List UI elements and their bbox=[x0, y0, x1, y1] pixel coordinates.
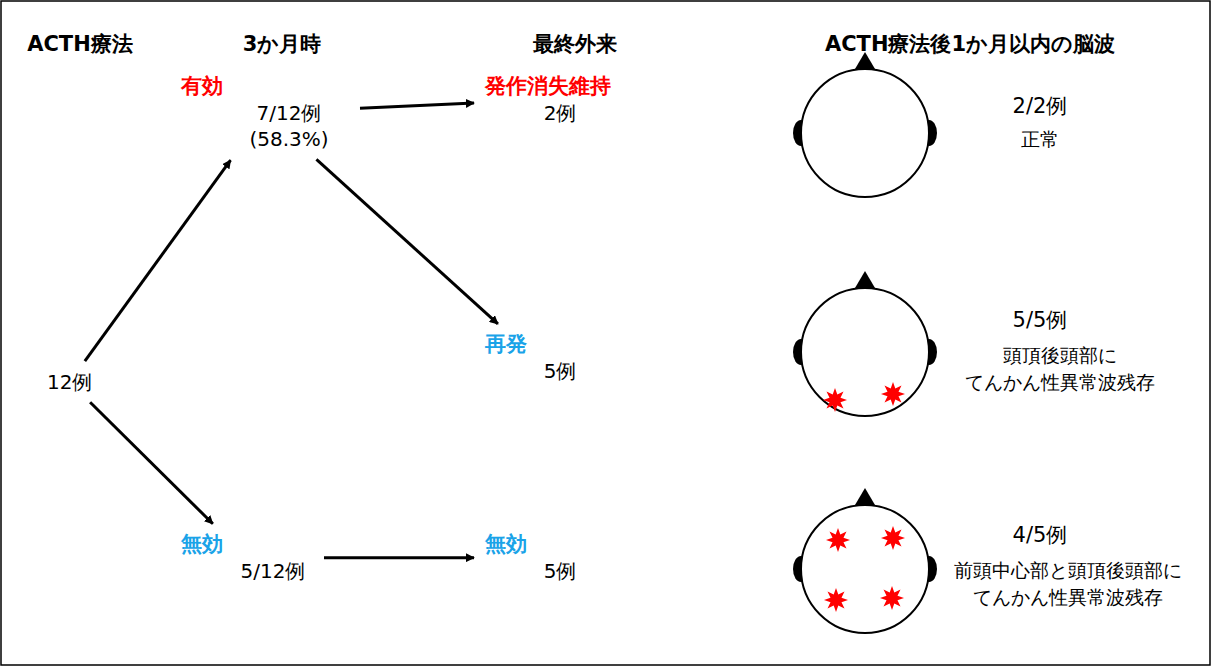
outcome-count: 5例 bbox=[535, 558, 585, 584]
head-anterior-posterior bbox=[793, 488, 937, 633]
flow-arrow bbox=[360, 103, 474, 108]
flow-arrow bbox=[85, 160, 231, 361]
outcome-heading: 再発 bbox=[485, 331, 585, 358]
result-heading: 有効 bbox=[181, 73, 349, 100]
result-heading: 無効 bbox=[181, 531, 313, 558]
result-count: 7/12例 (58.3%) bbox=[229, 100, 349, 152]
outcome-heading: 発作消失維持 bbox=[485, 73, 611, 100]
eeg-count: 2/2例 bbox=[980, 92, 1100, 121]
flow-arrow bbox=[324, 556, 474, 559]
text-node: 再発5例 bbox=[480, 328, 590, 387]
node-count: 12例 bbox=[47, 369, 92, 395]
eeg-finding: 正常 bbox=[980, 126, 1100, 153]
column-header: ACTH療法 bbox=[15, 30, 145, 59]
text-node: 無効5例 bbox=[480, 528, 590, 587]
flow-arrow bbox=[90, 402, 213, 524]
text-node: 12例 bbox=[42, 366, 97, 398]
column-header: 3か月時 bbox=[222, 30, 342, 59]
outcome-count: 2例 bbox=[535, 100, 585, 126]
text-node: 発作消失維持2例 bbox=[480, 70, 616, 129]
column-header: 最終外来 bbox=[510, 30, 640, 59]
eeg-count: 5/5例 bbox=[980, 306, 1100, 335]
eeg-finding: 前頭中心部と頭頂後頭部に てんかん性異常波残存 bbox=[935, 557, 1200, 610]
outcome-count: 5例 bbox=[535, 358, 585, 384]
text-node: 有効7/12例 (58.3%) bbox=[176, 70, 354, 155]
flow-arrow bbox=[316, 159, 497, 324]
eeg-count: 4/5例 bbox=[980, 521, 1100, 550]
outcome-heading: 無効 bbox=[485, 531, 585, 558]
text-node: 無効5/12例 bbox=[176, 528, 318, 587]
head-posterior bbox=[793, 271, 937, 416]
column-header: ACTH療法後1か月以内の脳波 bbox=[745, 30, 1195, 59]
head-normal bbox=[793, 52, 937, 197]
result-count: 5/12例 bbox=[233, 558, 313, 584]
eeg-finding: 頭頂後頭部に てんかん性異常波残存 bbox=[940, 342, 1180, 395]
